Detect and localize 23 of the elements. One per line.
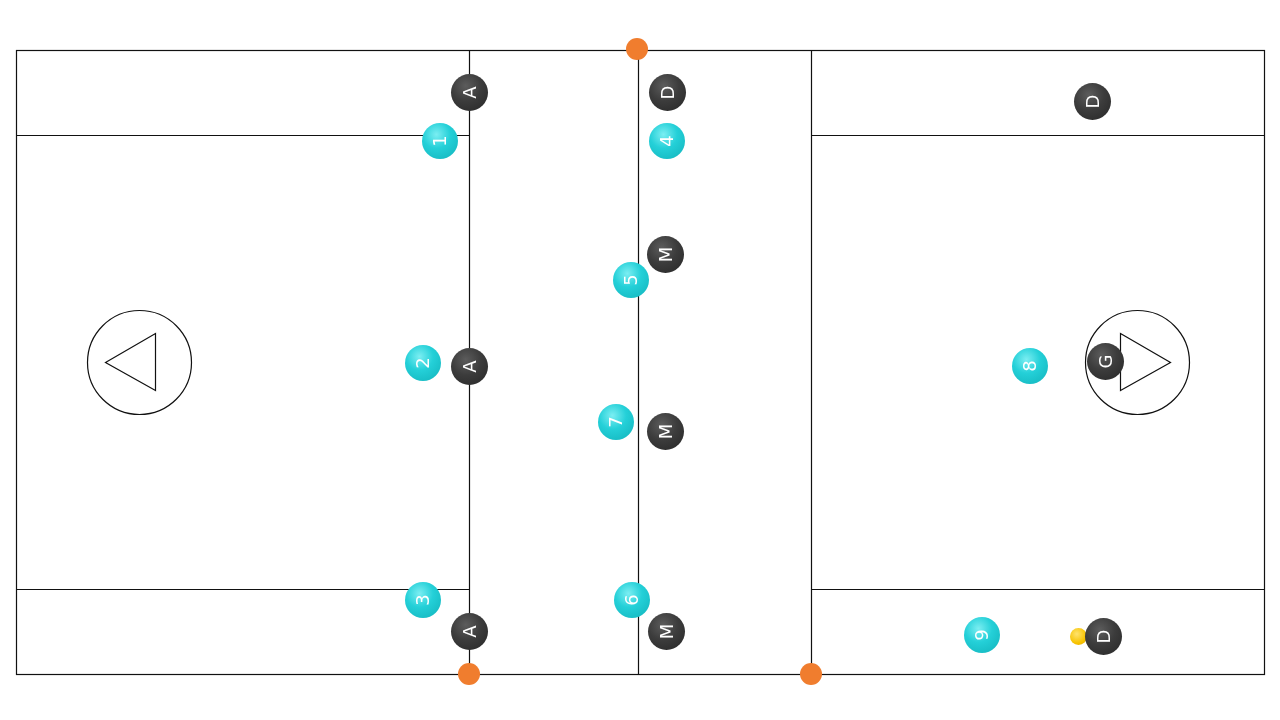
player-token: 4: [649, 123, 685, 159]
cone-icon: [626, 38, 648, 60]
player-token: M: [646, 412, 684, 450]
player-token: 6: [614, 582, 650, 618]
player-token: M: [647, 612, 685, 650]
cone-icon: [458, 663, 480, 685]
player-token: D: [648, 73, 686, 111]
player-token: M: [646, 235, 684, 273]
player-token: D: [1073, 82, 1111, 120]
cone-icon: [800, 663, 822, 685]
player-token: 7: [598, 404, 634, 440]
player-token: 1: [422, 123, 458, 159]
player-token: A: [450, 73, 488, 111]
player-token: G: [1086, 342, 1124, 380]
player-token: D: [1084, 617, 1122, 655]
player-token: 8: [1012, 348, 1048, 384]
player-token: A: [450, 612, 488, 650]
player-token: 5: [613, 262, 649, 298]
player-token: A: [450, 347, 488, 385]
ball-icon: [1069, 627, 1087, 645]
player-token: 9: [964, 617, 1000, 653]
player-token: 3: [405, 582, 441, 618]
player-token: 2: [405, 345, 441, 381]
